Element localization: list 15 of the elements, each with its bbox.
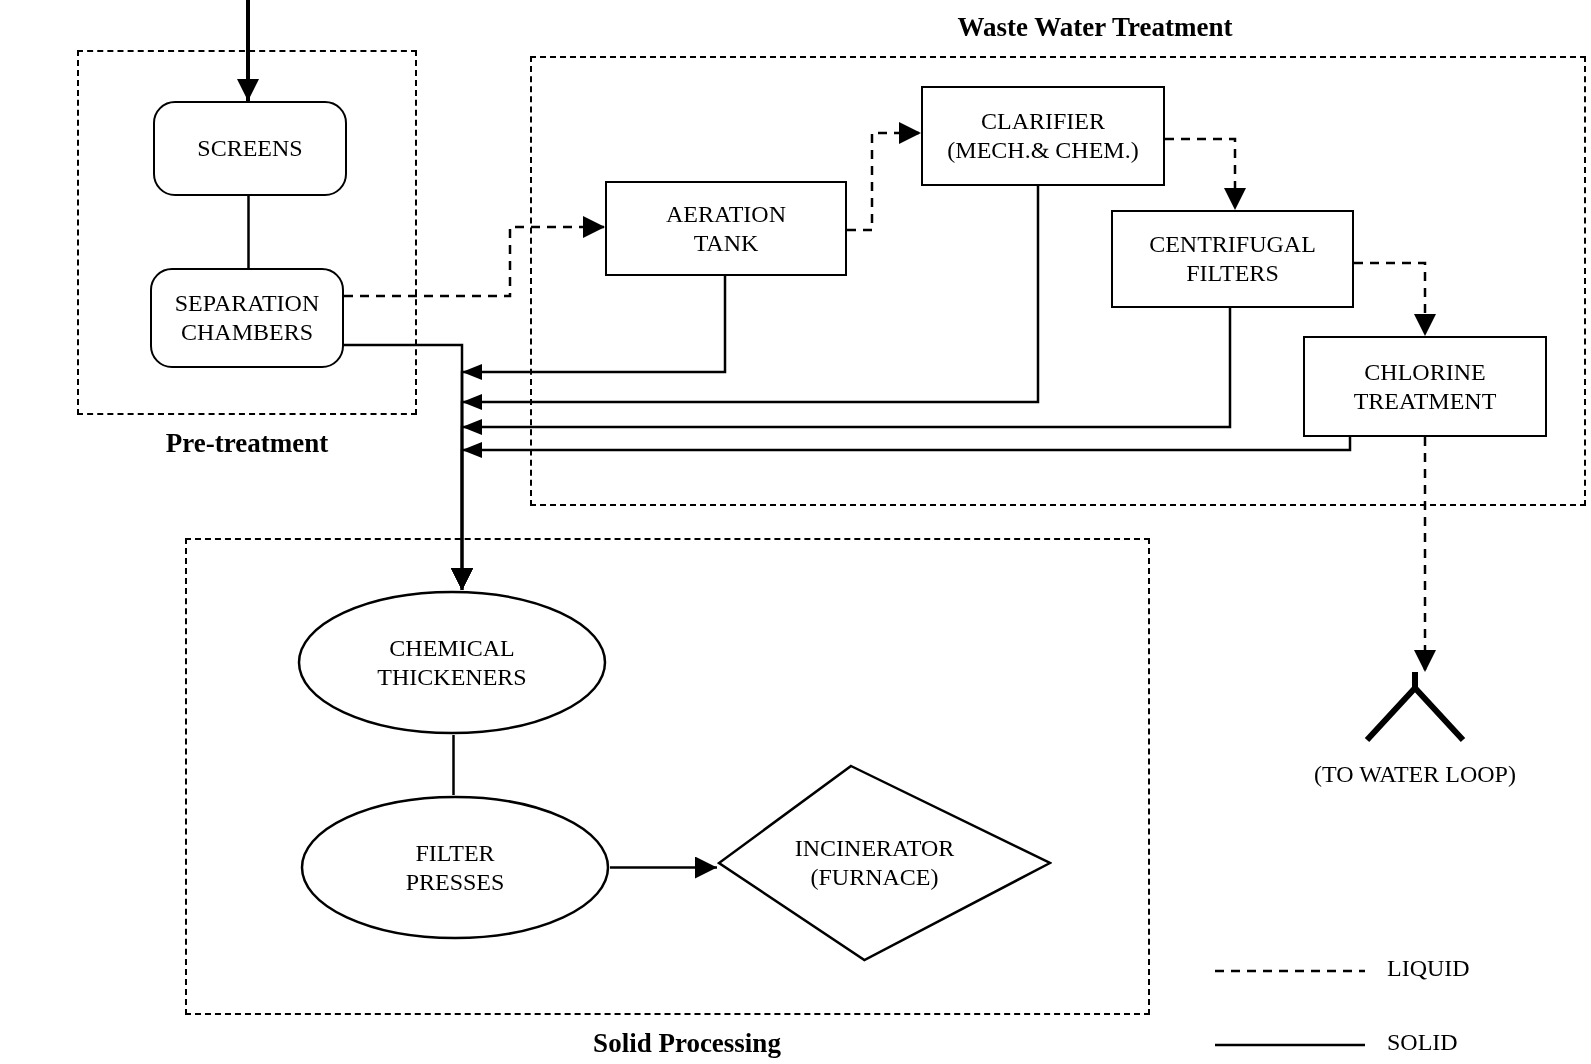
process-box: AERATION TANK	[605, 181, 847, 276]
process-box: CENTRIFUGAL FILTERS	[1111, 210, 1354, 308]
group-title: Solid Processing	[593, 1028, 781, 1059]
process-box: SCREENS	[153, 101, 347, 196]
outlet-label: (TO WATER LOOP)	[1313, 760, 1517, 789]
process-box: SEPARATION CHAMBERS	[150, 268, 344, 368]
group-title: Pre-treatment	[165, 428, 329, 459]
group-title: Waste Water Treatment	[957, 12, 1233, 43]
process-box: CLARIFIER (MECH.& CHEM.)	[921, 86, 1165, 186]
legend-label: LIQUID	[1387, 954, 1470, 983]
node-label: FILTER PRESSES	[404, 838, 506, 897]
node-label: INCINERATOR (FURNACE)	[793, 834, 956, 892]
node-label: CHEMICAL THICKENERS	[376, 633, 528, 692]
legend-label: SOLID	[1387, 1028, 1458, 1057]
process-box: CHLORINE TREATMENT	[1303, 336, 1547, 437]
